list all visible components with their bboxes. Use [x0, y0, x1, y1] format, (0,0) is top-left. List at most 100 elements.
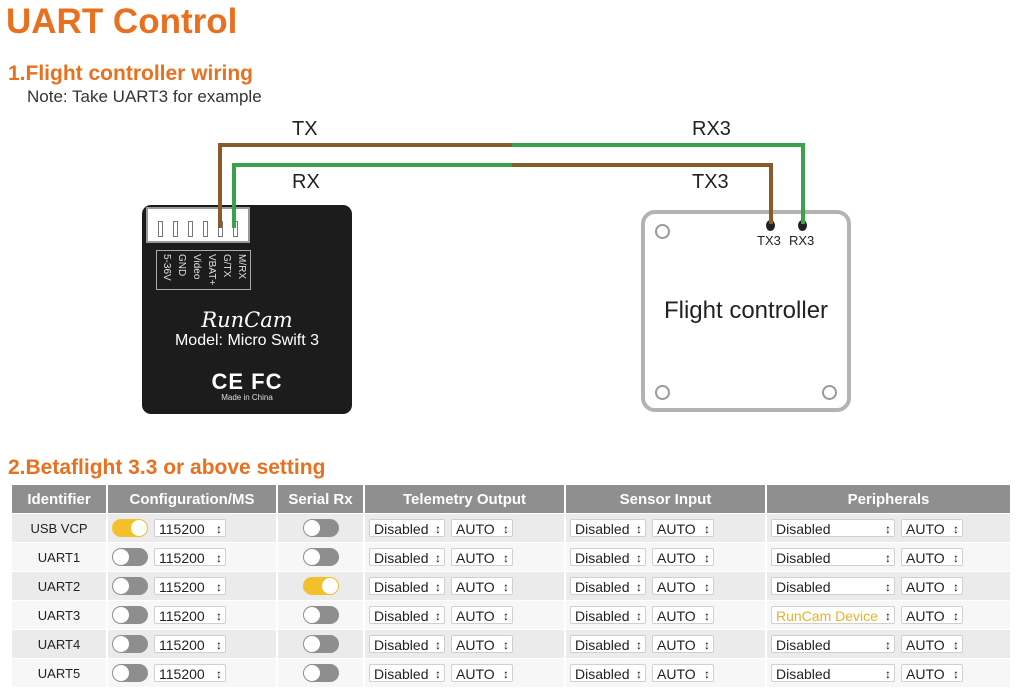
peripheral-baud-select[interactable]: AUTO: [901, 519, 963, 538]
peripheral-select[interactable]: Disabled: [771, 519, 895, 538]
tx3-pad-label: TX3: [757, 233, 781, 248]
sensor-baud-select[interactable]: AUTO: [652, 635, 714, 654]
sensor-select[interactable]: Disabled: [570, 664, 646, 683]
sensor-cell: Disabled AUTO: [565, 658, 767, 687]
configuration-cell: 115200: [107, 513, 278, 543]
msp-baud-select[interactable]: 115200: [154, 519, 226, 538]
telemetry-select[interactable]: Disabled: [369, 664, 445, 683]
peripheral-baud-select[interactable]: AUTO: [901, 664, 963, 683]
wiring-diagram: [218, 143, 805, 228]
configuration-cell: 115200: [107, 629, 278, 659]
peripheral-select[interactable]: Disabled: [771, 635, 895, 654]
tx3-wire-brown: [512, 163, 773, 224]
sensor-cell: Disabled AUTO: [565, 571, 767, 601]
connector-pin: [158, 221, 163, 237]
telemetry-baud-select[interactable]: AUTO: [451, 635, 513, 654]
telemetry-baud-select[interactable]: AUTO: [451, 548, 513, 567]
serial-rx-cell: [277, 600, 365, 630]
serial-rx-toggle[interactable]: [302, 548, 339, 566]
serial-rx-toggle[interactable]: [302, 635, 339, 653]
msp-baud-select[interactable]: 115200: [154, 635, 226, 654]
connector-pin: [173, 221, 178, 237]
tx-wire-label: TX: [292, 118, 318, 140]
sensor-baud-select[interactable]: AUTO: [652, 577, 714, 596]
peripheral-baud-select[interactable]: AUTO: [901, 635, 963, 654]
sensor-select[interactable]: Disabled: [570, 606, 646, 625]
telemetry-cell: Disabled AUTO: [364, 571, 566, 601]
serial-rx-cell: [277, 542, 365, 572]
serial-rx-toggle[interactable]: [302, 606, 339, 624]
telemetry-baud-select[interactable]: AUTO: [451, 519, 513, 538]
peripheral-select[interactable]: Disabled: [771, 548, 895, 567]
col-peripherals: Peripherals: [766, 485, 1012, 514]
telemetry-baud-select[interactable]: AUTO: [451, 606, 513, 625]
telemetry-select[interactable]: Disabled: [369, 548, 445, 567]
port-identifier: UART5: [12, 658, 108, 687]
telemetry-baud-select[interactable]: AUTO: [451, 664, 513, 683]
sensor-baud-select[interactable]: AUTO: [652, 606, 714, 625]
rx3-pad-label: RX3: [789, 233, 815, 248]
section-wiring-title: 1.Flight controller wiring: [8, 62, 254, 85]
col-configuration: Configuration/MS: [107, 485, 278, 514]
sensor-baud-select[interactable]: AUTO: [652, 548, 714, 567]
sensor-cell: Disabled AUTO: [565, 513, 767, 543]
tx3-pad: [766, 220, 775, 231]
peripherals-cell: Disabled AUTO: [766, 658, 1012, 687]
msp-baud-select[interactable]: 115200: [154, 577, 226, 596]
serial-rx-toggle[interactable]: [302, 664, 339, 682]
peripheral-baud-select[interactable]: AUTO: [901, 577, 963, 596]
telemetry-select[interactable]: Disabled: [369, 635, 445, 654]
msp-toggle[interactable]: [112, 635, 148, 653]
peripherals-cell: Disabled AUTO: [766, 542, 1012, 572]
table-row: UART5115200DisabledAUTODisabledAUTODisab…: [12, 658, 1012, 687]
telemetry-select[interactable]: Disabled: [369, 519, 445, 538]
telemetry-cell: Disabled AUTO: [364, 629, 566, 659]
msp-toggle[interactable]: [112, 606, 148, 624]
sensor-baud-select[interactable]: AUTO: [652, 519, 714, 538]
section-betaflight-title: 2.Betaflight 3.3 or above setting: [8, 456, 326, 479]
port-identifier: UART2: [12, 571, 108, 601]
telemetry-select[interactable]: Disabled: [369, 577, 445, 596]
msp-toggle[interactable]: [112, 519, 148, 537]
msp-baud-select[interactable]: 115200: [154, 664, 226, 683]
wiring-note: Note: Take UART3 for example: [27, 87, 262, 106]
peripheral-baud-select[interactable]: AUTO: [901, 606, 963, 625]
telemetry-select[interactable]: Disabled: [369, 606, 445, 625]
sensor-select[interactable]: Disabled: [570, 548, 646, 567]
tx3-wire-label: TX3: [692, 171, 729, 193]
msp-toggle[interactable]: [112, 577, 148, 595]
peripherals-cell: Disabled AUTO: [766, 629, 1012, 659]
sensor-select[interactable]: Disabled: [570, 577, 646, 596]
serial-rx-cell: [277, 658, 365, 687]
table-row: USB VCP115200DisabledAUTODisabledAUTODis…: [12, 513, 1012, 543]
configuration-cell: 115200: [107, 600, 278, 630]
certification-marks: CE FC: [211, 369, 283, 394]
configuration-cell: 115200: [107, 658, 278, 687]
table-row: UART3115200DisabledAUTODisabledAUTORunCa…: [12, 600, 1012, 630]
telemetry-cell: Disabled AUTO: [364, 600, 566, 630]
serial-rx-cell: [277, 629, 365, 659]
peripheral-select[interactable]: Disabled: [771, 664, 895, 683]
pin-label-box: [156, 250, 251, 290]
serial-rx-toggle[interactable]: [302, 577, 339, 595]
connector-pin: [188, 221, 193, 237]
sensor-baud-select[interactable]: AUTO: [652, 664, 714, 683]
sensor-select[interactable]: Disabled: [570, 519, 646, 538]
sensor-select[interactable]: Disabled: [570, 635, 646, 654]
peripheral-select[interactable]: Disabled: [771, 577, 895, 596]
telemetry-baud-select[interactable]: AUTO: [451, 577, 513, 596]
peripheral-baud-select[interactable]: AUTO: [901, 548, 963, 567]
mount-hole: [655, 224, 670, 239]
col-identifier: Identifier: [12, 485, 108, 514]
msp-toggle[interactable]: [112, 664, 148, 682]
msp-toggle[interactable]: [112, 548, 148, 566]
port-identifier: UART1: [12, 542, 108, 572]
serial-rx-cell: [277, 513, 365, 543]
peripheral-select[interactable]: RunCam Device: [771, 606, 895, 625]
made-in-label: Made in China: [221, 393, 273, 402]
serial-rx-toggle[interactable]: [302, 519, 339, 537]
msp-baud-select[interactable]: 115200: [154, 548, 226, 567]
rx3-pad: [798, 220, 807, 231]
col-telemetry: Telemetry Output: [364, 485, 566, 514]
msp-baud-select[interactable]: 115200: [154, 606, 226, 625]
